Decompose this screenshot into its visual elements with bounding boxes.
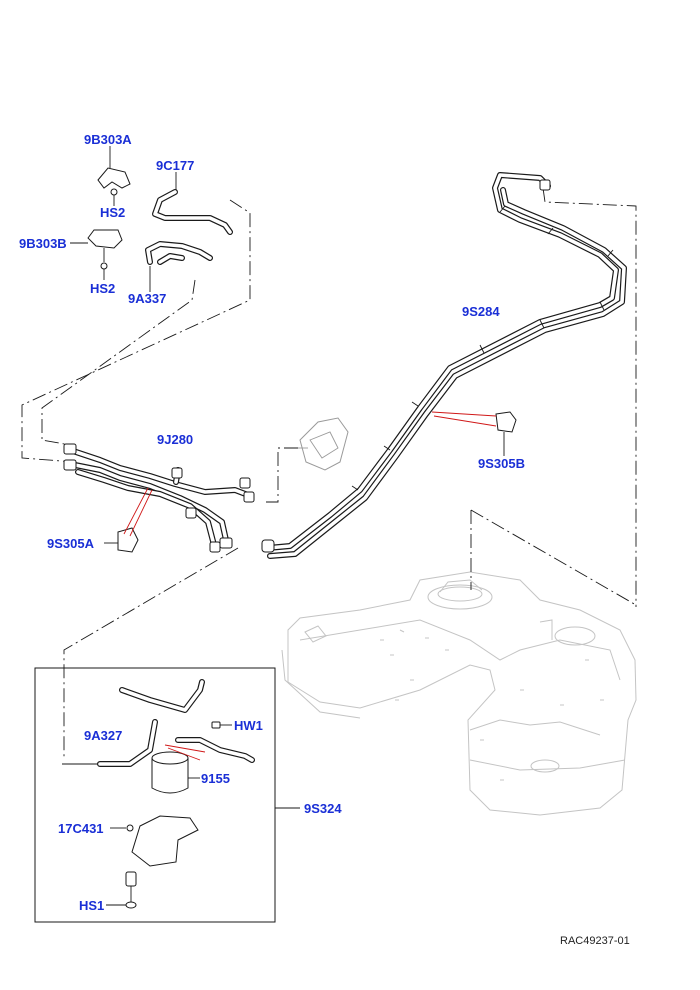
fuel-tank xyxy=(281,571,637,816)
clip-9S305B xyxy=(431,411,517,456)
fuel-line-9A337 xyxy=(145,241,213,292)
fuel-line-9S284 xyxy=(261,172,627,559)
kit-9S324-frame xyxy=(34,667,276,923)
label-HS1: HS1 xyxy=(79,898,104,913)
label-17C431: 17C431 xyxy=(58,821,104,836)
label-9J280: 9J280 xyxy=(157,432,193,447)
label-HS2-top: HS2 xyxy=(100,205,125,220)
label-HS2-bottom: HS2 xyxy=(90,281,115,296)
label-9S324: 9S324 xyxy=(304,801,342,816)
bracket-9B303A xyxy=(97,146,131,206)
label-9B303A: 9B303A xyxy=(84,132,132,147)
fastener-HW1 xyxy=(211,721,232,729)
diagram-reference: RAC49237-01 xyxy=(560,935,630,947)
fuel-line-bundle-9J280 xyxy=(63,443,255,553)
label-9A327: 9A327 xyxy=(84,728,122,743)
filter-9155 xyxy=(151,737,255,794)
label-9A337: 9A337 xyxy=(128,291,166,306)
label-9B303B: 9B303B xyxy=(19,236,67,251)
label-9155: 9155 xyxy=(201,771,230,786)
assembly-leader-lines xyxy=(21,187,637,760)
fuel-line-9C177 xyxy=(152,172,233,235)
label-9C177: 9C177 xyxy=(156,158,194,173)
fuel-line-9A327 xyxy=(62,679,205,767)
bracket-9B303B xyxy=(70,229,123,280)
fastener-HS1 xyxy=(106,871,137,909)
label-9S284: 9S284 xyxy=(462,304,500,319)
label-9S305B: 9S305B xyxy=(478,456,525,471)
label-HW1: HW1 xyxy=(234,718,263,733)
heat-shield-part xyxy=(298,417,349,471)
bracket-17C431 xyxy=(110,815,199,867)
label-9S305A: 9S305A xyxy=(47,536,95,551)
clip-9S305A xyxy=(104,487,153,553)
